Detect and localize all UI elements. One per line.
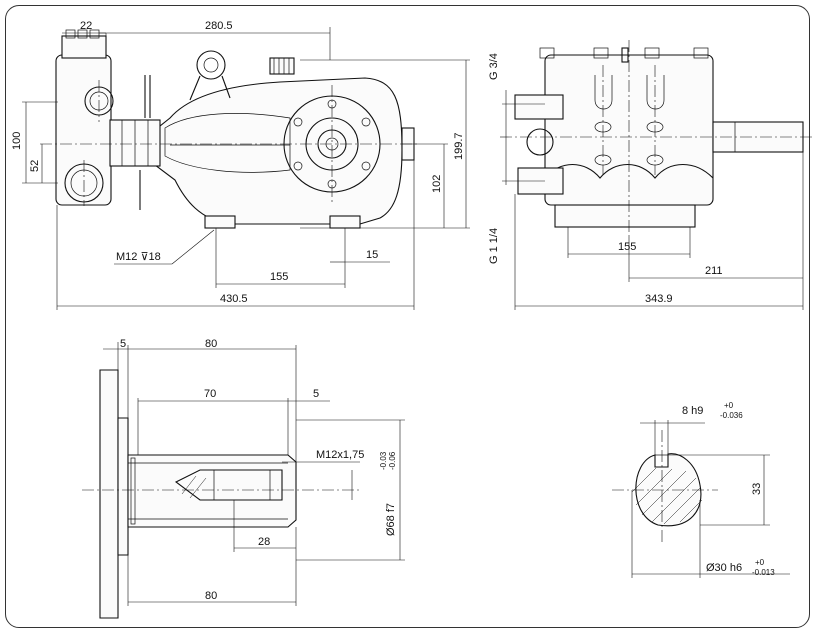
shaft-flange xyxy=(99,369,119,619)
shaft-dim-28: 28 xyxy=(258,536,270,548)
rear-dim-343-9: 343.9 xyxy=(645,293,673,305)
side-view-oil-cap xyxy=(269,57,295,75)
shaft-detail: 5 80 70 5 M12x1,75 Ø68 f7 -0.03 -0.06 28… xyxy=(82,338,405,619)
rear-dim-211: 211 xyxy=(705,265,723,277)
side-dim-155: 155 xyxy=(270,271,288,283)
side-view-foot-right xyxy=(329,215,361,229)
key-label: 8 h9 xyxy=(682,405,703,417)
shaft-thread: M12x1,75 xyxy=(316,449,364,461)
side-dim-102: 102 xyxy=(431,175,443,193)
side-dim-430-5: 430.5 xyxy=(220,293,248,305)
key-tol-lower: -0.036 xyxy=(720,411,743,420)
side-dim-15: 15 xyxy=(366,249,378,261)
shaft-tol-lower: -0.06 xyxy=(388,451,397,470)
side-dim-52: 52 xyxy=(29,160,41,172)
side-view-crankcase xyxy=(154,77,403,225)
side-note-m12: M12 ⊽18 xyxy=(116,251,161,263)
shaft-dim-5-right: 5 xyxy=(313,388,319,400)
shaft-body xyxy=(127,454,297,528)
shaft-threaded-hole xyxy=(174,469,283,501)
side-dim-280-5: 280.5 xyxy=(205,20,233,32)
rear-dim-155: 155 xyxy=(618,241,636,253)
shaft-dim-70: 70 xyxy=(204,388,216,400)
key-shaft-tol-lower: -0.013 xyxy=(752,568,775,577)
shaft-diameter: Ø68 f7 xyxy=(385,503,397,536)
key-tol-upper: +0 xyxy=(724,401,734,410)
rear-view-base xyxy=(554,204,696,228)
shaft-dim-80-bottom: 80 xyxy=(205,590,217,602)
key-section-keyway xyxy=(654,454,669,468)
key-section: 8 h9 +0 -0.036 33 Ø30 h6 +0 -0.013 xyxy=(612,401,790,578)
key-shaft-label: Ø30 h6 xyxy=(706,562,742,574)
shaft-tol-upper: -0.03 xyxy=(379,451,388,470)
side-view-foot-left xyxy=(204,215,236,229)
shaft-dim-80-top: 80 xyxy=(205,338,217,350)
rear-view-inlet-port xyxy=(514,94,564,120)
side-dim-22: 22 xyxy=(80,20,92,32)
shaft-dim-5-top: 5 xyxy=(120,338,126,350)
side-view: 22 280.5 100 52 199.7 102 155 15 430.5 M… xyxy=(11,20,470,310)
side-view-head-top xyxy=(61,35,107,59)
key-dim-33: 33 xyxy=(751,483,763,495)
side-view-lifting-eye xyxy=(196,50,226,80)
key-shaft-tol-upper: +0 xyxy=(755,558,765,567)
side-dim-100: 100 xyxy=(11,132,23,150)
rear-port-outlet: G 1 1/4 xyxy=(488,228,500,264)
rear-port-inlet: G 3/4 xyxy=(488,53,500,80)
drawing-frame xyxy=(5,5,810,628)
side-dim-199-7: 199.7 xyxy=(453,132,465,160)
rear-view: G 3/4 G 1 1/4 155 211 343.9 xyxy=(488,40,812,310)
